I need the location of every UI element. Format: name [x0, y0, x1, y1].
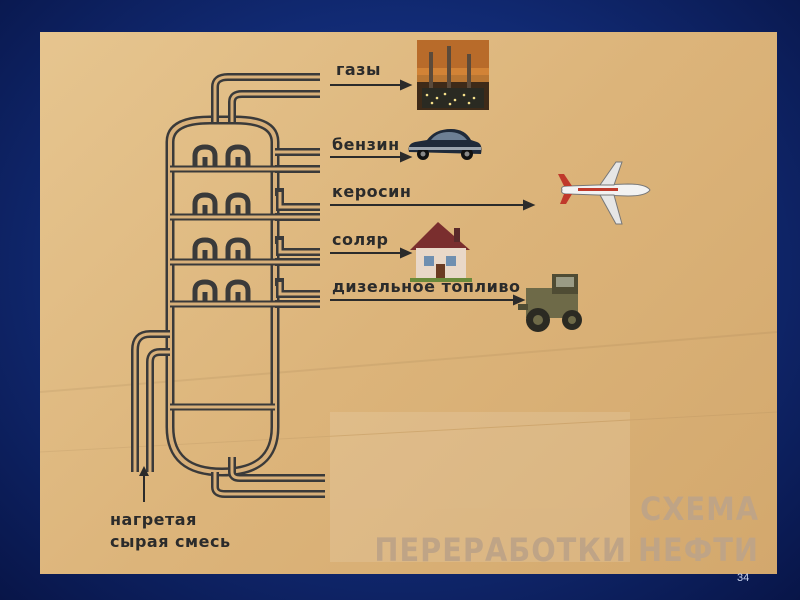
- factory-image: [417, 40, 489, 110]
- house-image: [410, 222, 472, 282]
- input-label-line1: нагретая: [110, 512, 197, 528]
- residue-outlet-pipes: [215, 457, 325, 494]
- side-outlet-pipes: [275, 152, 320, 304]
- label-gasoline: бензин: [332, 137, 400, 153]
- gas-outlet-pipes: [215, 77, 320, 122]
- input-label-line2: сырая смесь: [110, 534, 231, 550]
- column-outline: [170, 120, 275, 472]
- label-solar-oil: соляр: [332, 232, 388, 248]
- slide: газы бензин керосин соляр дизельное топл…: [40, 32, 777, 574]
- car-image: [409, 129, 482, 160]
- label-gases: газы: [336, 62, 381, 78]
- feed-inlet-pipes: [135, 334, 170, 472]
- title-line2: ПЕРЕРАБОТКИ НЕФТИ: [374, 531, 759, 569]
- slide-number: 34: [737, 572, 749, 584]
- label-kerosene: керосин: [332, 184, 411, 200]
- title-line1: СХЕМА: [640, 490, 759, 528]
- column-trays: [170, 169, 275, 304]
- airplane-image: [558, 162, 650, 224]
- label-diesel: дизельное топливо: [332, 279, 520, 295]
- tractor-image: [518, 274, 582, 332]
